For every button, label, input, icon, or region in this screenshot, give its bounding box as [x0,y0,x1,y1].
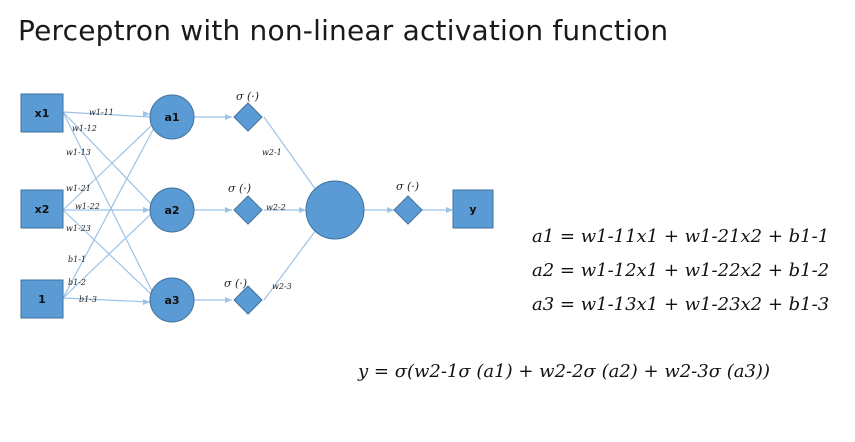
edge-x1-a3 [62,111,155,296]
hidden-label-a3: a3 [164,294,179,307]
hidden-nodes: a1 a2 a3 [149,94,195,323]
output-sum-node [305,180,365,240]
edge-bias-a2 [62,212,153,299]
hidden-node-a3 [149,277,195,323]
equation-a1: a1 = w1-11x1 + w1-21x2 + b1-1 [532,226,829,247]
edge-x1-a2 [62,111,153,206]
arrow-a1 [143,111,150,117]
input-node-bias [20,279,64,319]
page-title: Perceptron with non-linear activation fu… [18,14,669,47]
arrowheads [143,111,453,305]
arrow-sigma3 [225,297,232,303]
weight-label-w2-3: w2-3 [272,282,292,291]
activation-diamond-2 [233,195,263,225]
input-label-x1: x1 [35,107,50,120]
input-node-x2 [20,189,64,229]
weight-label-w1-13: w1-13 [66,148,91,157]
equation-a3: a3 = w1-13x1 + w1-23x2 + b1-3 [532,294,829,315]
sigma-label-out: σ (·) [396,180,419,193]
arrow-out [299,207,306,213]
arrow-sigma2 [225,207,232,213]
sigma-label-3: σ (·) [224,277,247,290]
edge-bias-a3 [62,297,151,303]
weight-label-w1-12: w1-12 [72,124,97,133]
input-label-x2: x2 [35,203,50,216]
sigma-label-2: σ (·) [228,182,251,195]
weight-label-w1-21: w1-21 [66,184,91,193]
edge-x1-a1 [62,111,151,118]
weight-labels-layer1: w1-11 w1-12 w1-13 w1-21 w1-22 w1-23 b1-1… [66,108,114,304]
sigma-label-1: σ (·) [236,90,259,103]
arrow-out-sigma [387,207,394,213]
hidden-equations: a1 = w1-11x1 + w1-21x2 + b1-1 a2 = w1-12… [532,226,829,315]
weight-label-w2-1: w2-1 [262,148,282,157]
weight-label-b1-2: b1-2 [68,278,86,287]
weight-label-b1-1: b1-1 [68,255,86,264]
edge-x2-a3 [62,209,153,296]
hidden-label-a2: a2 [164,204,179,217]
weight-labels-layer2: w2-1 w2-2 w2-3 [262,148,292,291]
weight-label-w2-2: w2-2 [266,203,286,212]
activation-diamond-3 [233,285,263,315]
input-label-bias: 1 [38,293,46,306]
output-equation: y = σ(w2-1σ (a1) + w2-2σ (a2) + w2-3σ (a… [357,361,770,382]
output-node-y [452,189,494,229]
input-nodes: x1 x2 1 [20,93,64,319]
edge-sigma1-out [263,116,317,191]
weight-label-w1-11: w1-11 [89,108,114,117]
hidden-node-a1 [149,94,195,140]
edge-bias-a1 [62,127,155,299]
equation-a2: a2 = w1-12x1 + w1-22x2 + b1-2 [532,260,829,281]
arrow-y [446,207,453,213]
edge-x2-a1 [62,124,153,211]
edge-sigma3-out [263,229,317,301]
activation-diamond-out [393,195,423,225]
activation-diamond-1 [233,102,263,132]
arrow-sigma1 [225,114,232,120]
edges-layer1 [62,111,155,303]
output-label-y: y [469,203,476,216]
arrow-a3 [143,299,150,305]
activation-nodes [233,102,423,315]
hidden-node-a2 [149,187,195,233]
hidden-label-a1: a1 [164,111,179,124]
weight-label-w1-23: w1-23 [66,224,91,233]
input-node-x1 [20,93,64,133]
weight-label-b1-3: b1-3 [79,295,97,304]
weight-label-w1-22: w1-22 [75,202,100,211]
arrow-a2 [143,207,150,213]
